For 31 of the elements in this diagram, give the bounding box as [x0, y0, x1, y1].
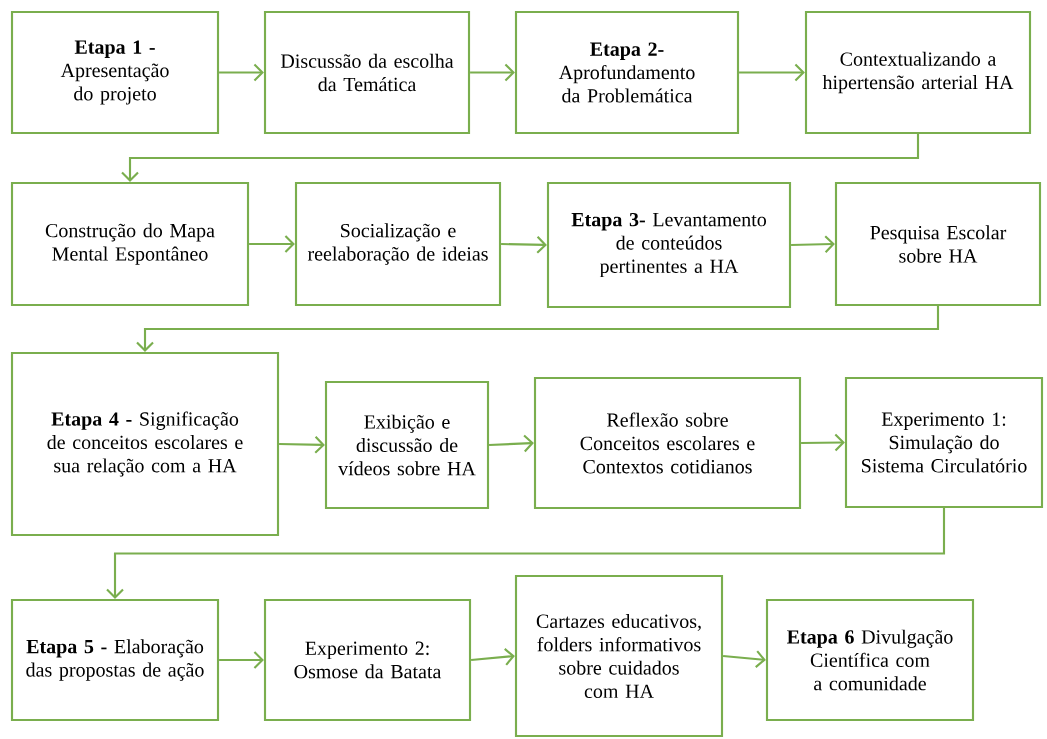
arrow — [470, 648, 515, 666]
arrow — [791, 235, 835, 253]
arrow — [501, 236, 547, 254]
arrow — [106, 508, 946, 599]
arrow — [801, 433, 845, 452]
process-box: Socialização e reelaboração de ideias — [294, 181, 502, 307]
arrow — [219, 651, 264, 669]
arrow — [219, 63, 264, 82]
process-box: Exibição e discussão de vídeos sobre HA — [324, 380, 490, 510]
process-box: Reflexão sobre Conceitos escolares e Contextos cotidianos — [533, 376, 802, 510]
process-box: Etapa 6 Divulgação Científica com a comunidade — [765, 598, 975, 722]
arrow — [121, 134, 920, 182]
process-box: Experimento 2: Osmose da Batata — [263, 598, 472, 722]
arrow — [489, 434, 534, 453]
process-box: Cartazes educativos, folders informativos sobre cuidados com HA — [514, 574, 724, 738]
process-box: Etapa 4 - Significação de conceitos escolares e sua relação com a HA — [10, 351, 280, 537]
arrow — [470, 63, 515, 82]
arrow — [739, 63, 805, 82]
arrow — [249, 235, 295, 253]
arrow — [722, 650, 766, 668]
process-box: Experimento 1: Simulação do Sistema Circulatório — [844, 376, 1044, 509]
process-box: Etapa 1 - Apresentação do projeto — [10, 10, 220, 135]
process-box: Etapa 5 - Elaboração das propostas de ação — [10, 598, 220, 722]
process-box: Discussão da escolha da Temática — [263, 10, 471, 135]
process-box: Etapa 2- Aprofundamento da Problemática — [514, 10, 740, 135]
process-box: Etapa 3- Levantamento de conteúdos pertinentes a HA — [546, 181, 792, 309]
process-box: Contextualizando a hipertensão arterial HA — [804, 10, 1032, 135]
arrow — [136, 306, 940, 352]
process-box: Pesquisa Escolar sobre HA — [834, 181, 1042, 307]
process-box: Construção do Mapa Mental Espontâneo — [10, 181, 250, 307]
arrow — [279, 436, 325, 454]
